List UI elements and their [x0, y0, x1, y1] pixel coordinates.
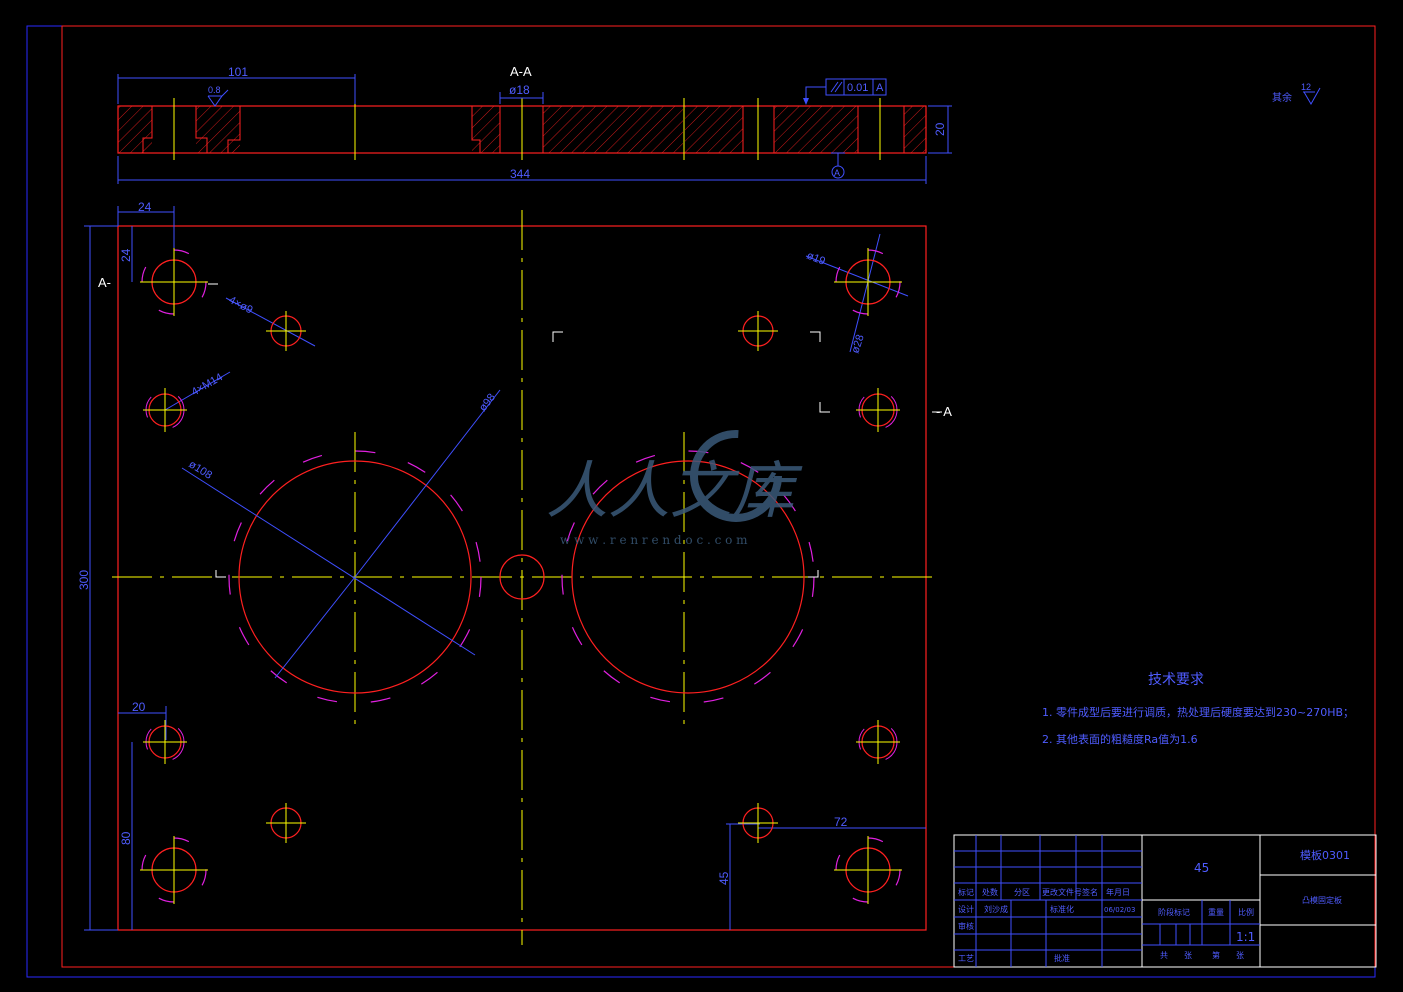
surface-finish-icon: [1303, 87, 1321, 106]
tb-row-label-5: 年月日: [1106, 887, 1130, 897]
tolerance-value: 0.01: [847, 82, 868, 94]
dim-101: 101: [228, 65, 248, 79]
tb-process-label: 工艺: [958, 954, 974, 963]
note-4x9: 4×ø9: [227, 294, 255, 317]
watermark-text: 人人文库: [546, 454, 803, 527]
surface-finish-value: 12: [1301, 82, 1311, 92]
tb-sheet-of-label: 第: [1212, 950, 1220, 960]
section-title: A-A: [510, 64, 532, 79]
dim-24-v: 24: [119, 248, 133, 262]
dim-300: 300: [77, 570, 91, 590]
tb-review-label: 审核: [958, 921, 974, 931]
tb-scale-label: 比例: [1238, 907, 1254, 917]
section-label-left: A-: [98, 275, 111, 290]
dim-72: 72: [834, 815, 848, 829]
note-4xm14: 4×M14: [190, 371, 225, 398]
tb-scale: 1:1: [1236, 930, 1255, 944]
hole-pattern: [140, 248, 902, 904]
tb-row-label-1: 处数: [982, 887, 998, 897]
tech-req-item1: 1. 零件成型后要进行调质，热处理后硬度要达到230~270HB；: [1042, 705, 1354, 719]
dim-24-h: 24: [138, 200, 152, 214]
plan-view: [84, 206, 942, 945]
tb-row-label-0: 标记: [958, 887, 974, 897]
tb-approve-label: 批准: [1054, 953, 1070, 963]
dim-344: 344: [510, 167, 530, 181]
dim-45: 45: [717, 871, 731, 885]
dia-18: ø18: [509, 83, 530, 97]
dim-20-plan: 20: [132, 700, 146, 714]
tolerance-ref: A: [876, 82, 884, 94]
tb-stage-label: 阶段标记: [1158, 907, 1190, 917]
tb-drawing-no: 模板0301: [1300, 848, 1350, 862]
tb-sheet2-label: 张: [1236, 951, 1244, 960]
tb-designer: 刘沙成: [984, 904, 1008, 914]
roughness-08: 0.8: [208, 85, 221, 95]
dim-80: 80: [119, 831, 133, 845]
dia-108: ø108: [186, 458, 214, 481]
dia-19: ø19: [805, 250, 827, 268]
dia-28: ø28: [849, 333, 866, 355]
section-label-right: - A: [936, 404, 952, 419]
tech-req-item2: 2. 其他表面的粗糙度Ra值为1.6: [1042, 732, 1198, 746]
tb-standard-label: 标准化: [1050, 904, 1074, 914]
section-view: [117, 74, 952, 184]
tb-date: 06/02/03: [1104, 906, 1135, 914]
tb-sheets-label: 共: [1160, 951, 1168, 960]
tb-weight-label: 重量: [1208, 907, 1224, 917]
watermark: 人人文库 w w w . r e n r e n d o c . c o m: [546, 430, 803, 547]
watermark-logo-icon: [690, 430, 782, 522]
tb-row-label-3: 更改文件号: [1042, 887, 1082, 897]
tb-design-label: 设计: [958, 904, 974, 914]
tb-sheet-label: 张: [1184, 951, 1192, 960]
watermark-url: w w w . r e n r e n d o c . c o m: [560, 533, 748, 547]
sheet-border-inner: [61, 25, 1376, 968]
tech-req-title: 技术要求: [1148, 672, 1204, 688]
tb-part-name: 凸模固定板: [1302, 895, 1342, 905]
surface-finish-label: 其余: [1272, 91, 1292, 104]
title-block: [953, 834, 1377, 968]
tb-row-label-4: 签名: [1082, 887, 1098, 897]
dim-20-section: 20: [933, 122, 947, 136]
tb-material: 45: [1194, 861, 1209, 875]
datum-label: A: [834, 168, 840, 178]
dia-98: ø98: [477, 392, 498, 414]
tb-row-label-2: 分区: [1014, 888, 1030, 897]
